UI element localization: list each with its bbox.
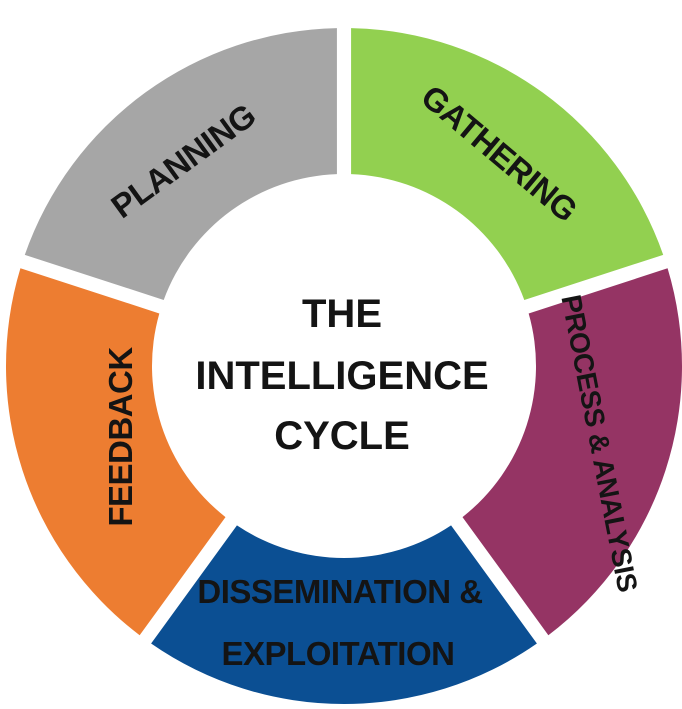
segment-dissemination-exploitation — [151, 525, 537, 705]
segment-planning — [24, 28, 337, 300]
label-feedback: FEEDBACK — [102, 347, 139, 527]
center-title-line3: CYCLE — [274, 414, 410, 458]
segment-gathering — [351, 28, 664, 300]
segment-feedback — [5, 268, 226, 636]
center-title-line2: INTELLIGENCE — [195, 354, 488, 398]
segment-process-analysis — [462, 268, 682, 636]
center-title-line1: THE — [302, 292, 382, 336]
label-dissemination-line2: EXPLOITATION — [222, 635, 455, 672]
label-dissemination-line1: DISSEMINATION & — [197, 573, 482, 610]
